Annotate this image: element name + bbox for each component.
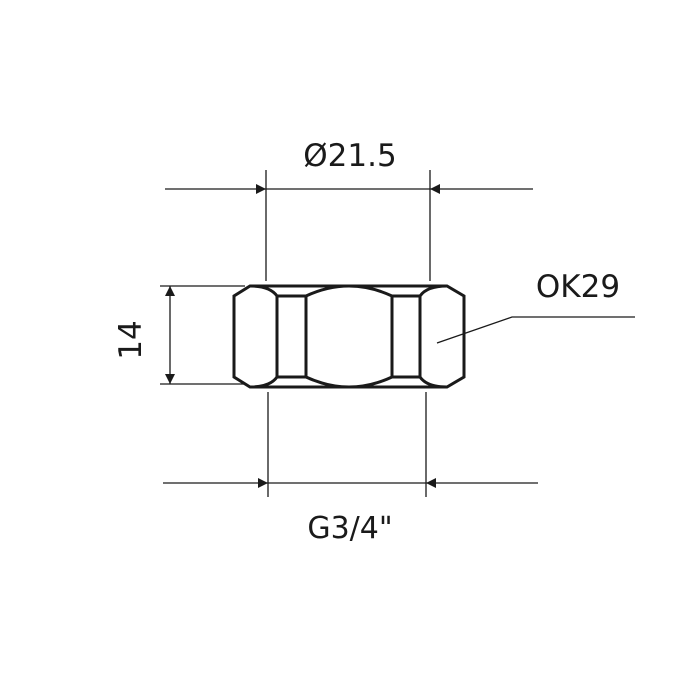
height-label: 14	[113, 320, 149, 359]
wrench-size-label: OK29	[536, 269, 620, 305]
nut-outline	[232, 284, 466, 389]
thread-dimension	[163, 392, 538, 497]
thread-label: G3/4"	[307, 511, 392, 546]
diameter-label: Ø21.5	[303, 138, 396, 174]
wrench-size-leader	[436, 316, 635, 344]
height-dimension	[160, 285, 245, 385]
diameter-dimension	[165, 170, 533, 281]
